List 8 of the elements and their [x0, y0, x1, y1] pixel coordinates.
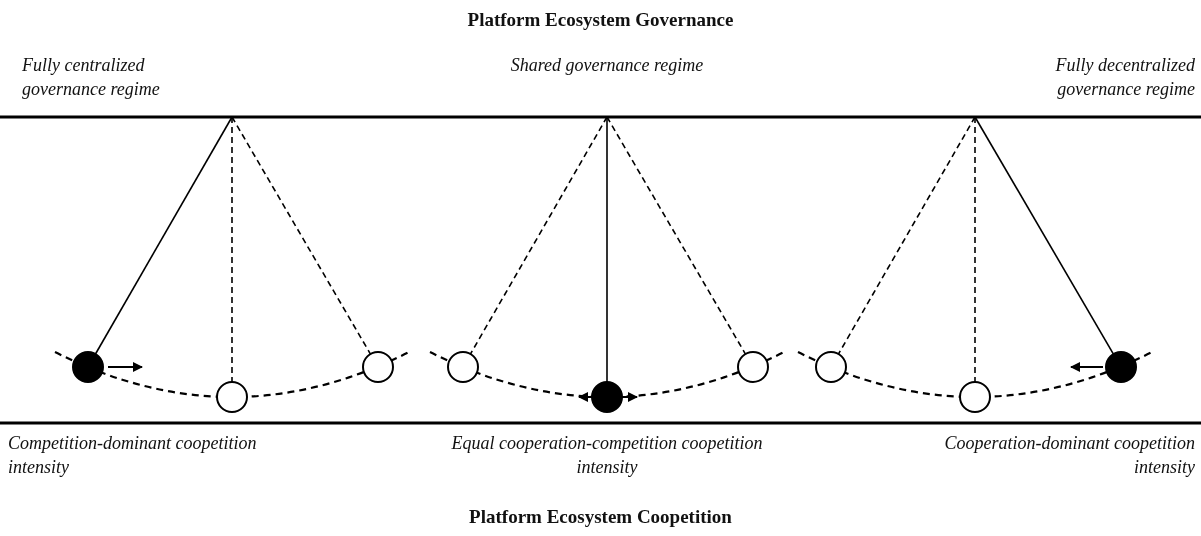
diagram-title: Platform Ecosystem Governance [466, 8, 735, 32]
regime-label: Fully decentralized governance regime [1054, 54, 1195, 101]
intensity-label: Cooperation-dominant coopetition intensity [943, 432, 1195, 479]
intensity-label: Equal cooperation-competition coopetition intensity [450, 432, 764, 479]
diagram-caption: Platform Ecosystem Coopetition [468, 505, 733, 529]
intensity-label: Competition-dominant coopetition intensity [8, 432, 258, 479]
regime-label: Shared governance regime [509, 54, 705, 77]
regime-label: Fully centralized governance regime [22, 54, 161, 101]
